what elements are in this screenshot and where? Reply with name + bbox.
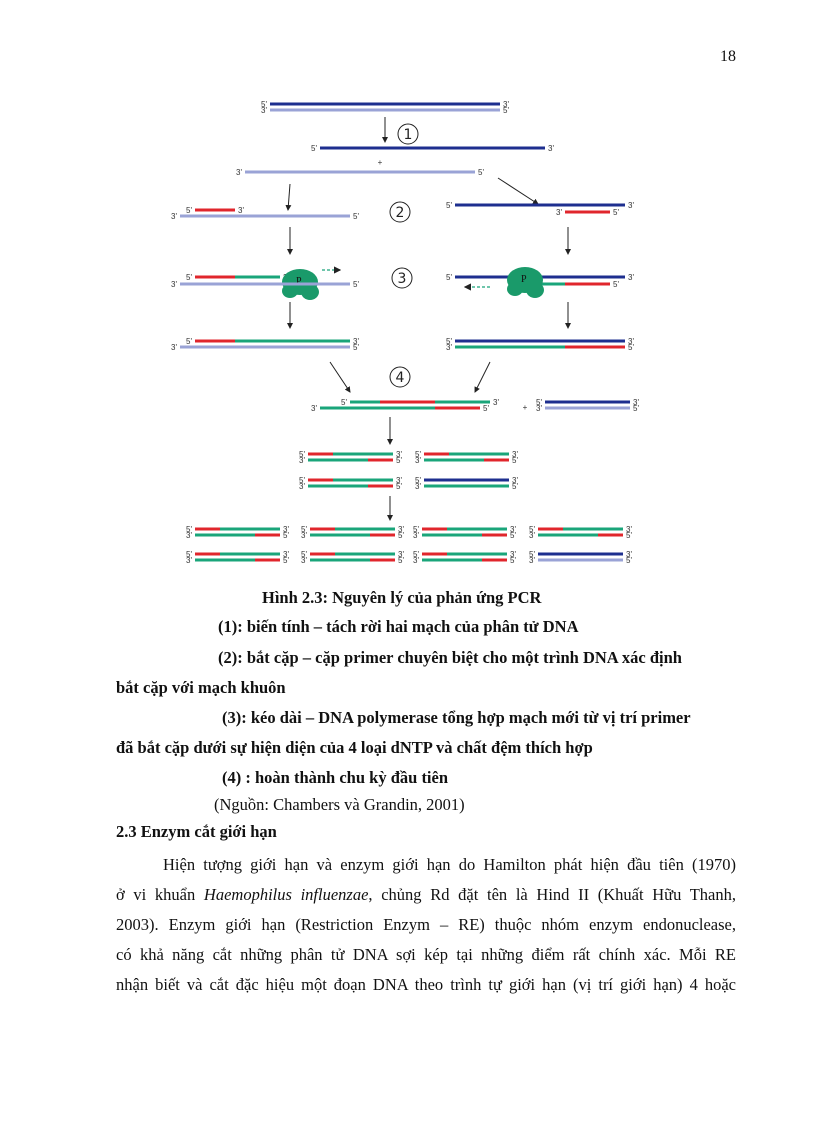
paragraph-line-part: , chủng Rd đặt tên là Hind II (Khuất Hữu… xyxy=(368,885,736,904)
paragraph-line: ở vi khuẩn Haemophilus influenzae, chủng… xyxy=(116,880,736,910)
strand-end-label: 3' xyxy=(415,456,421,465)
strand-end-label: 5' xyxy=(478,168,484,177)
strand-end-label: 3' xyxy=(171,343,177,352)
strand-end-label: 5' xyxy=(186,206,192,215)
process-arrow xyxy=(498,178,538,204)
strand-end-label: 5' xyxy=(628,343,634,352)
strand-end-label: 5' xyxy=(396,456,402,465)
strand-end-label: 5' xyxy=(633,404,639,413)
process-arrow xyxy=(475,362,490,392)
strand-end-label: 5' xyxy=(398,531,404,540)
strand-end-label: 5' xyxy=(283,531,289,540)
polymerase-enzyme xyxy=(526,282,544,298)
strand-end-label: 5' xyxy=(353,212,359,221)
process-arrow xyxy=(330,362,350,392)
strand-end-label: 3' xyxy=(261,106,267,115)
strand-end-label: 3' xyxy=(556,208,562,217)
polymerase-enzyme xyxy=(301,284,319,300)
step-number: 4 xyxy=(396,370,405,386)
strand-end-label: 5' xyxy=(483,404,489,413)
strand-end-label: 5' xyxy=(353,280,359,289)
strand-end-label: 3' xyxy=(236,168,242,177)
strand-end-label: 5' xyxy=(626,556,632,565)
strand-end-label: 3' xyxy=(186,556,192,565)
strand-end-label: 3' xyxy=(536,404,542,413)
strand-end-label: 3' xyxy=(301,556,307,565)
step-number: 2 xyxy=(396,205,405,221)
strand-end-label: 5' xyxy=(446,201,452,210)
species-name: Haemophilus influenzae xyxy=(204,885,369,904)
strand-end-label: 3' xyxy=(238,206,244,215)
paragraph-line: Hiện tượng giới hạn và enzym giới hạn do… xyxy=(116,850,736,880)
strand-end-label: 3' xyxy=(311,404,317,413)
figure-step3-line2: đã bắt cặp dưới sự hiện diện của 4 loại … xyxy=(116,738,593,758)
strand-end-label: 3' xyxy=(299,482,305,491)
pcr-diagram: 5' 3' 3' 5' 1 5' 3' +3' 5' 2 5' 3' 3' 5' 5' 3' 3' 5' 3 5' 3'… xyxy=(160,92,660,582)
strand-end-label: 5' xyxy=(510,556,516,565)
step-number: 3 xyxy=(398,271,407,287)
figure-step2-line1: (2): bắt cặp – cặp primer chuyên biệt ch… xyxy=(218,648,682,668)
strand-end-label: 3' xyxy=(413,531,419,540)
strand-end-label: 5' xyxy=(510,531,516,540)
strand-end-label: 5' xyxy=(186,273,192,282)
strand-end-label: 3' xyxy=(493,398,499,407)
polymerase-label: P xyxy=(521,274,527,285)
strand-end-label: 3' xyxy=(299,456,305,465)
plus-sign: + xyxy=(523,403,528,412)
strand-end-label: 5' xyxy=(396,482,402,491)
strand-end-label: 5' xyxy=(446,273,452,282)
strand-end-label: 5' xyxy=(283,556,289,565)
strand-end-label: 5' xyxy=(311,144,317,153)
step-number: 1 xyxy=(404,127,413,143)
strand-end-label: 3' xyxy=(413,556,419,565)
paragraph-line: 2003). Enzym giới hạn (Restriction Enzym… xyxy=(116,910,736,940)
strand-end-label: 5' xyxy=(512,456,518,465)
strand-end-label: 5' xyxy=(613,208,619,217)
figure-step1: (1): biến tính – tách rời hai mạch của p… xyxy=(218,617,579,637)
section-heading: 2.3 Enzym cắt giới hạn xyxy=(116,822,277,842)
strand-end-label: 3' xyxy=(171,280,177,289)
figure-caption-title: Hình 2.3: Nguyên lý của phản ứng PCR xyxy=(262,588,541,608)
plus-sign: + xyxy=(378,158,383,167)
paragraph-line: nhận biết và cắt đặc hiệu một đoạn DNA t… xyxy=(116,970,736,1000)
figure-source: (Nguồn: Chambers và Grandin, 2001) xyxy=(214,795,465,815)
strand-end-label: 3' xyxy=(446,343,452,352)
strand-end-label: 3' xyxy=(301,531,307,540)
process-arrow xyxy=(288,184,290,210)
figure-step4: (4) : hoàn thành chu kỳ đầu tiên xyxy=(222,768,448,788)
strand-end-label: 3' xyxy=(171,212,177,221)
figure-step3-line1: (3): kéo dài – DNA polymerase tổng hợp m… xyxy=(222,708,691,728)
strand-end-label: 5' xyxy=(353,343,359,352)
strand-end-label: 3' xyxy=(186,531,192,540)
strand-end-label: 3' xyxy=(529,556,535,565)
strand-end-label: 3' xyxy=(415,482,421,491)
figure-step2-line2: bắt cặp với mạch khuôn xyxy=(116,678,286,698)
strand-end-label: 5' xyxy=(512,482,518,491)
strand-end-label: 5' xyxy=(613,280,619,289)
strand-end-label: 5' xyxy=(503,106,509,115)
strand-end-label: 5' xyxy=(341,398,347,407)
strand-end-label: 3' xyxy=(628,273,634,282)
strand-end-label: 3' xyxy=(548,144,554,153)
strand-end-label: 3' xyxy=(529,531,535,540)
strand-end-label: 5' xyxy=(186,337,192,346)
strand-end-label: 5' xyxy=(626,531,632,540)
paragraph-line: có khả năng cắt những phân tử DNA sợi ké… xyxy=(116,940,736,970)
paragraph-line-part: ở vi khuẩn xyxy=(116,885,204,904)
section-paragraph: Hiện tượng giới hạn và enzym giới hạn do… xyxy=(116,850,736,1000)
strand-end-label: 3' xyxy=(628,201,634,210)
page-number: 18 xyxy=(720,48,736,66)
strand-end-label: 5' xyxy=(398,556,404,565)
